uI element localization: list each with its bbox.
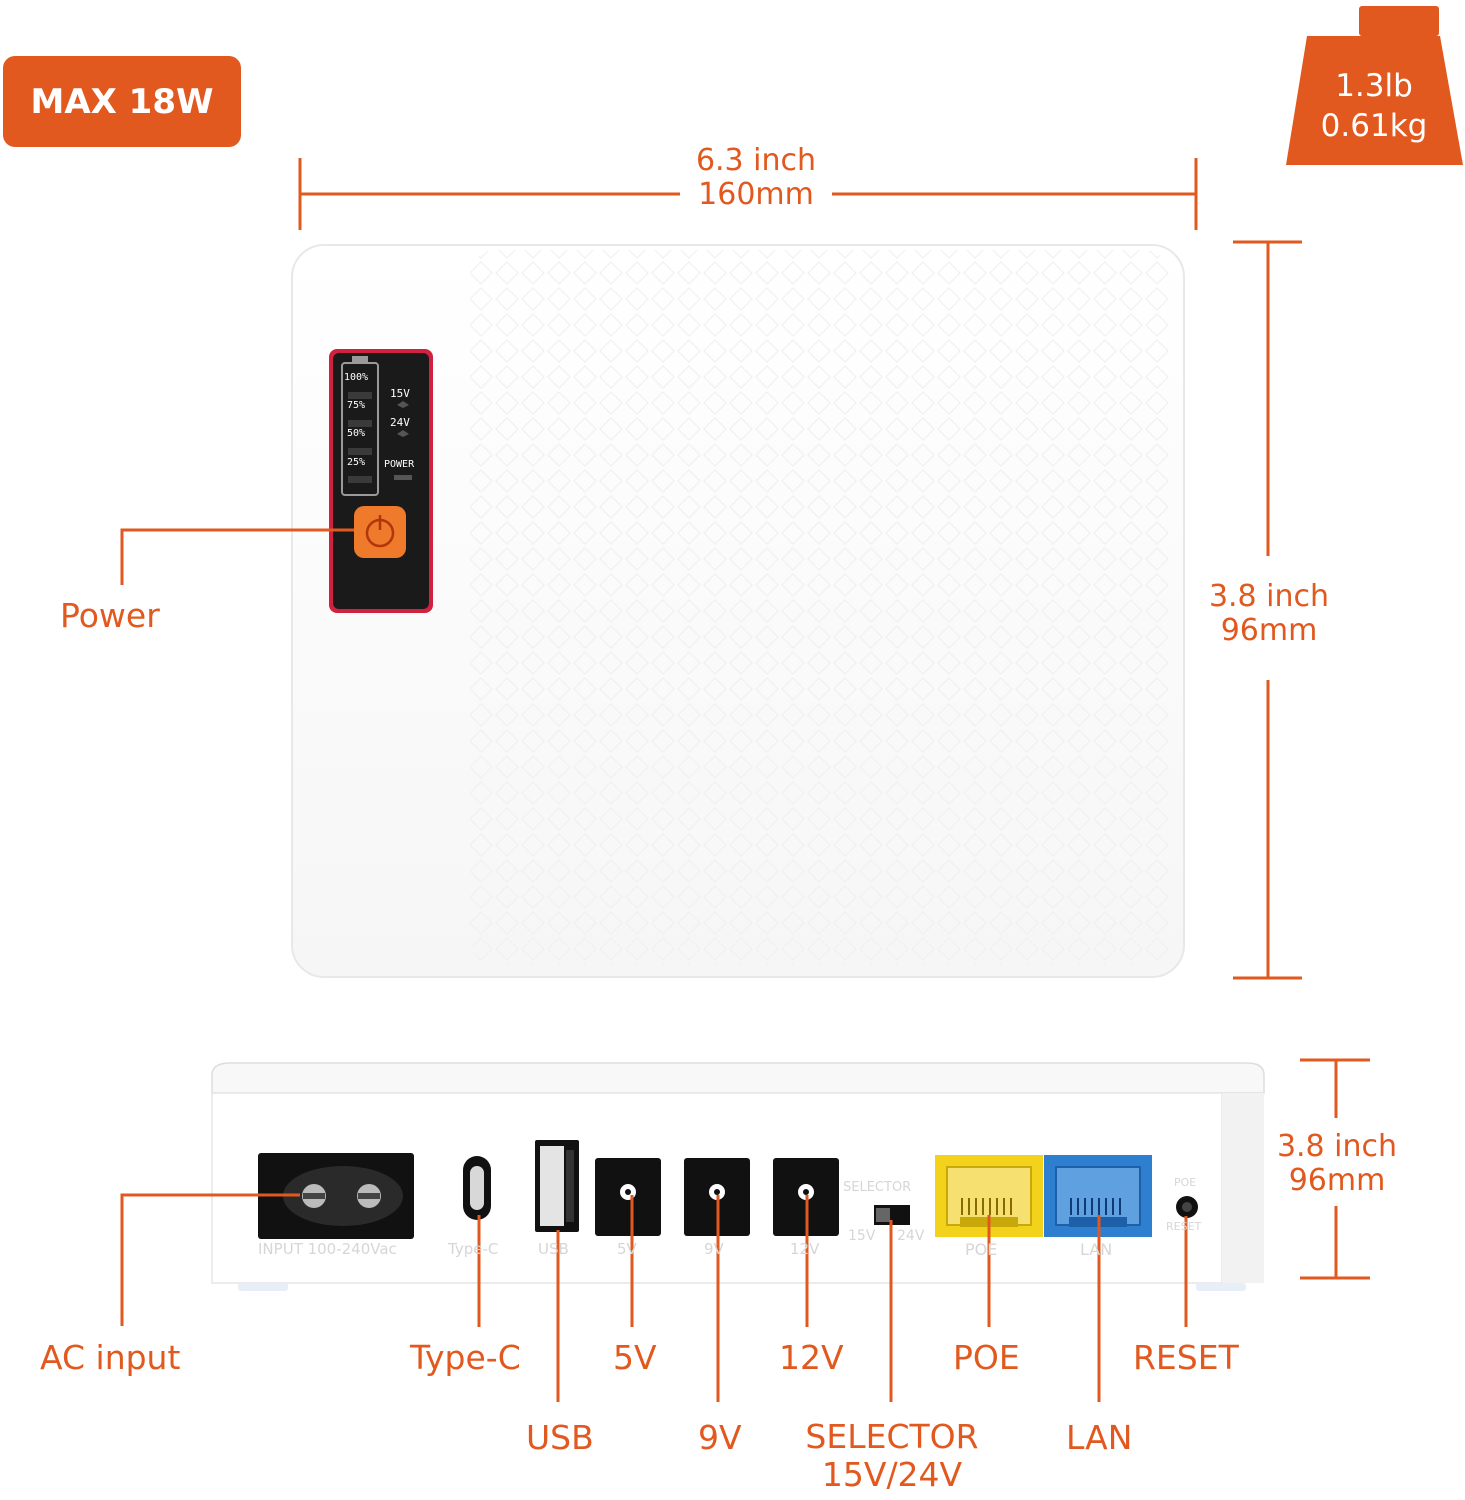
battery-level-75: 75% [347,400,366,411]
height-inch: 3.8 inch [1208,579,1330,614]
port-print-input: INPUT 100-240Vac [258,1240,397,1258]
5v-callout-label: 5V [613,1338,657,1377]
port-print-poe-small: POE [1174,1176,1197,1189]
device-top-view [291,244,1185,978]
reset-callout-label: RESET [1133,1338,1239,1377]
port-print-sel24: 24V [897,1228,925,1244]
lan-callout-label: LAN [1066,1418,1133,1457]
port-callout-lines [120,1193,1188,1402]
depth-dimension-line [1300,1058,1370,1280]
width-mm: 160mm [698,177,814,212]
usb-port-icon [535,1140,579,1232]
depth-mm: 96mm [1288,1163,1386,1198]
type-c-callout-label: Type-C [410,1338,521,1377]
type-c-port-icon [463,1156,491,1220]
height-mm: 96mm [1220,613,1318,648]
panel-15v-label: 15V [390,387,410,400]
depth-inch: 3.8 inch [1276,1129,1398,1164]
port-print-usb: USB [538,1240,569,1258]
power-callout-line [120,528,354,585]
width-dimension-line [298,158,1198,230]
port-print-reset-small: RESET [1166,1220,1202,1233]
height-dimension-line [1233,240,1302,980]
ac-input-socket-icon [258,1153,414,1239]
width-dimension-label: 6.3 inch 160mm [680,144,832,212]
selector-callout-label: SELECTOR 15V/24V [792,1418,992,1494]
device-port-view [211,1062,1265,1291]
power-button-icon [354,506,406,558]
depth-dimension-label: 3.8 inch 96mm [1262,1130,1412,1198]
lan-port-icon [1044,1155,1152,1237]
12v-callout-label: 12V [779,1338,844,1377]
width-inch: 6.3 inch [695,143,817,178]
port-print-5v: 5V [617,1240,637,1258]
port-print-poe: POE [965,1240,998,1259]
port-print-12v: 12V [790,1240,820,1258]
weight-icon [1286,6,1463,165]
port-print-selector: SELECTOR [843,1180,912,1195]
poe-callout-label: POE [953,1338,1020,1377]
power-callout-label: Power [60,596,160,635]
max-power-badge: MAX 18W [3,56,241,147]
9v-callout-label: 9V [698,1418,742,1457]
usb-callout-label: USB [526,1418,594,1457]
ac-input-callout-label: AC input [40,1338,181,1377]
battery-level-50: 50% [347,428,366,439]
panel-24v-label: 24V [390,416,410,429]
battery-level-25: 25% [347,457,366,468]
panel-power-label: POWER [384,459,415,470]
weight-lb: 1.3lb [1335,68,1413,104]
max-power-label: MAX 18W [30,81,214,122]
selector-callout-values: 15V/24V [821,1455,963,1494]
dc-5v-jack-icon [595,1158,661,1236]
weight-label: 1.3lb 0.61kg [1288,66,1460,146]
port-print-sel15: 15V [848,1228,876,1244]
reset-button-icon [1176,1196,1198,1218]
port-print-lan: LAN [1080,1240,1113,1259]
port-print-typec: Type-C [448,1240,499,1258]
port-print-9v: 9V [704,1240,724,1258]
weight-kg: 0.61kg [1320,108,1428,144]
voltage-selector-switch-icon [874,1205,910,1225]
battery-level-100: 100% [344,372,369,383]
selector-callout-title: SELECTOR [805,1417,979,1456]
height-dimension-label: 3.8 inch 96mm [1195,580,1343,648]
